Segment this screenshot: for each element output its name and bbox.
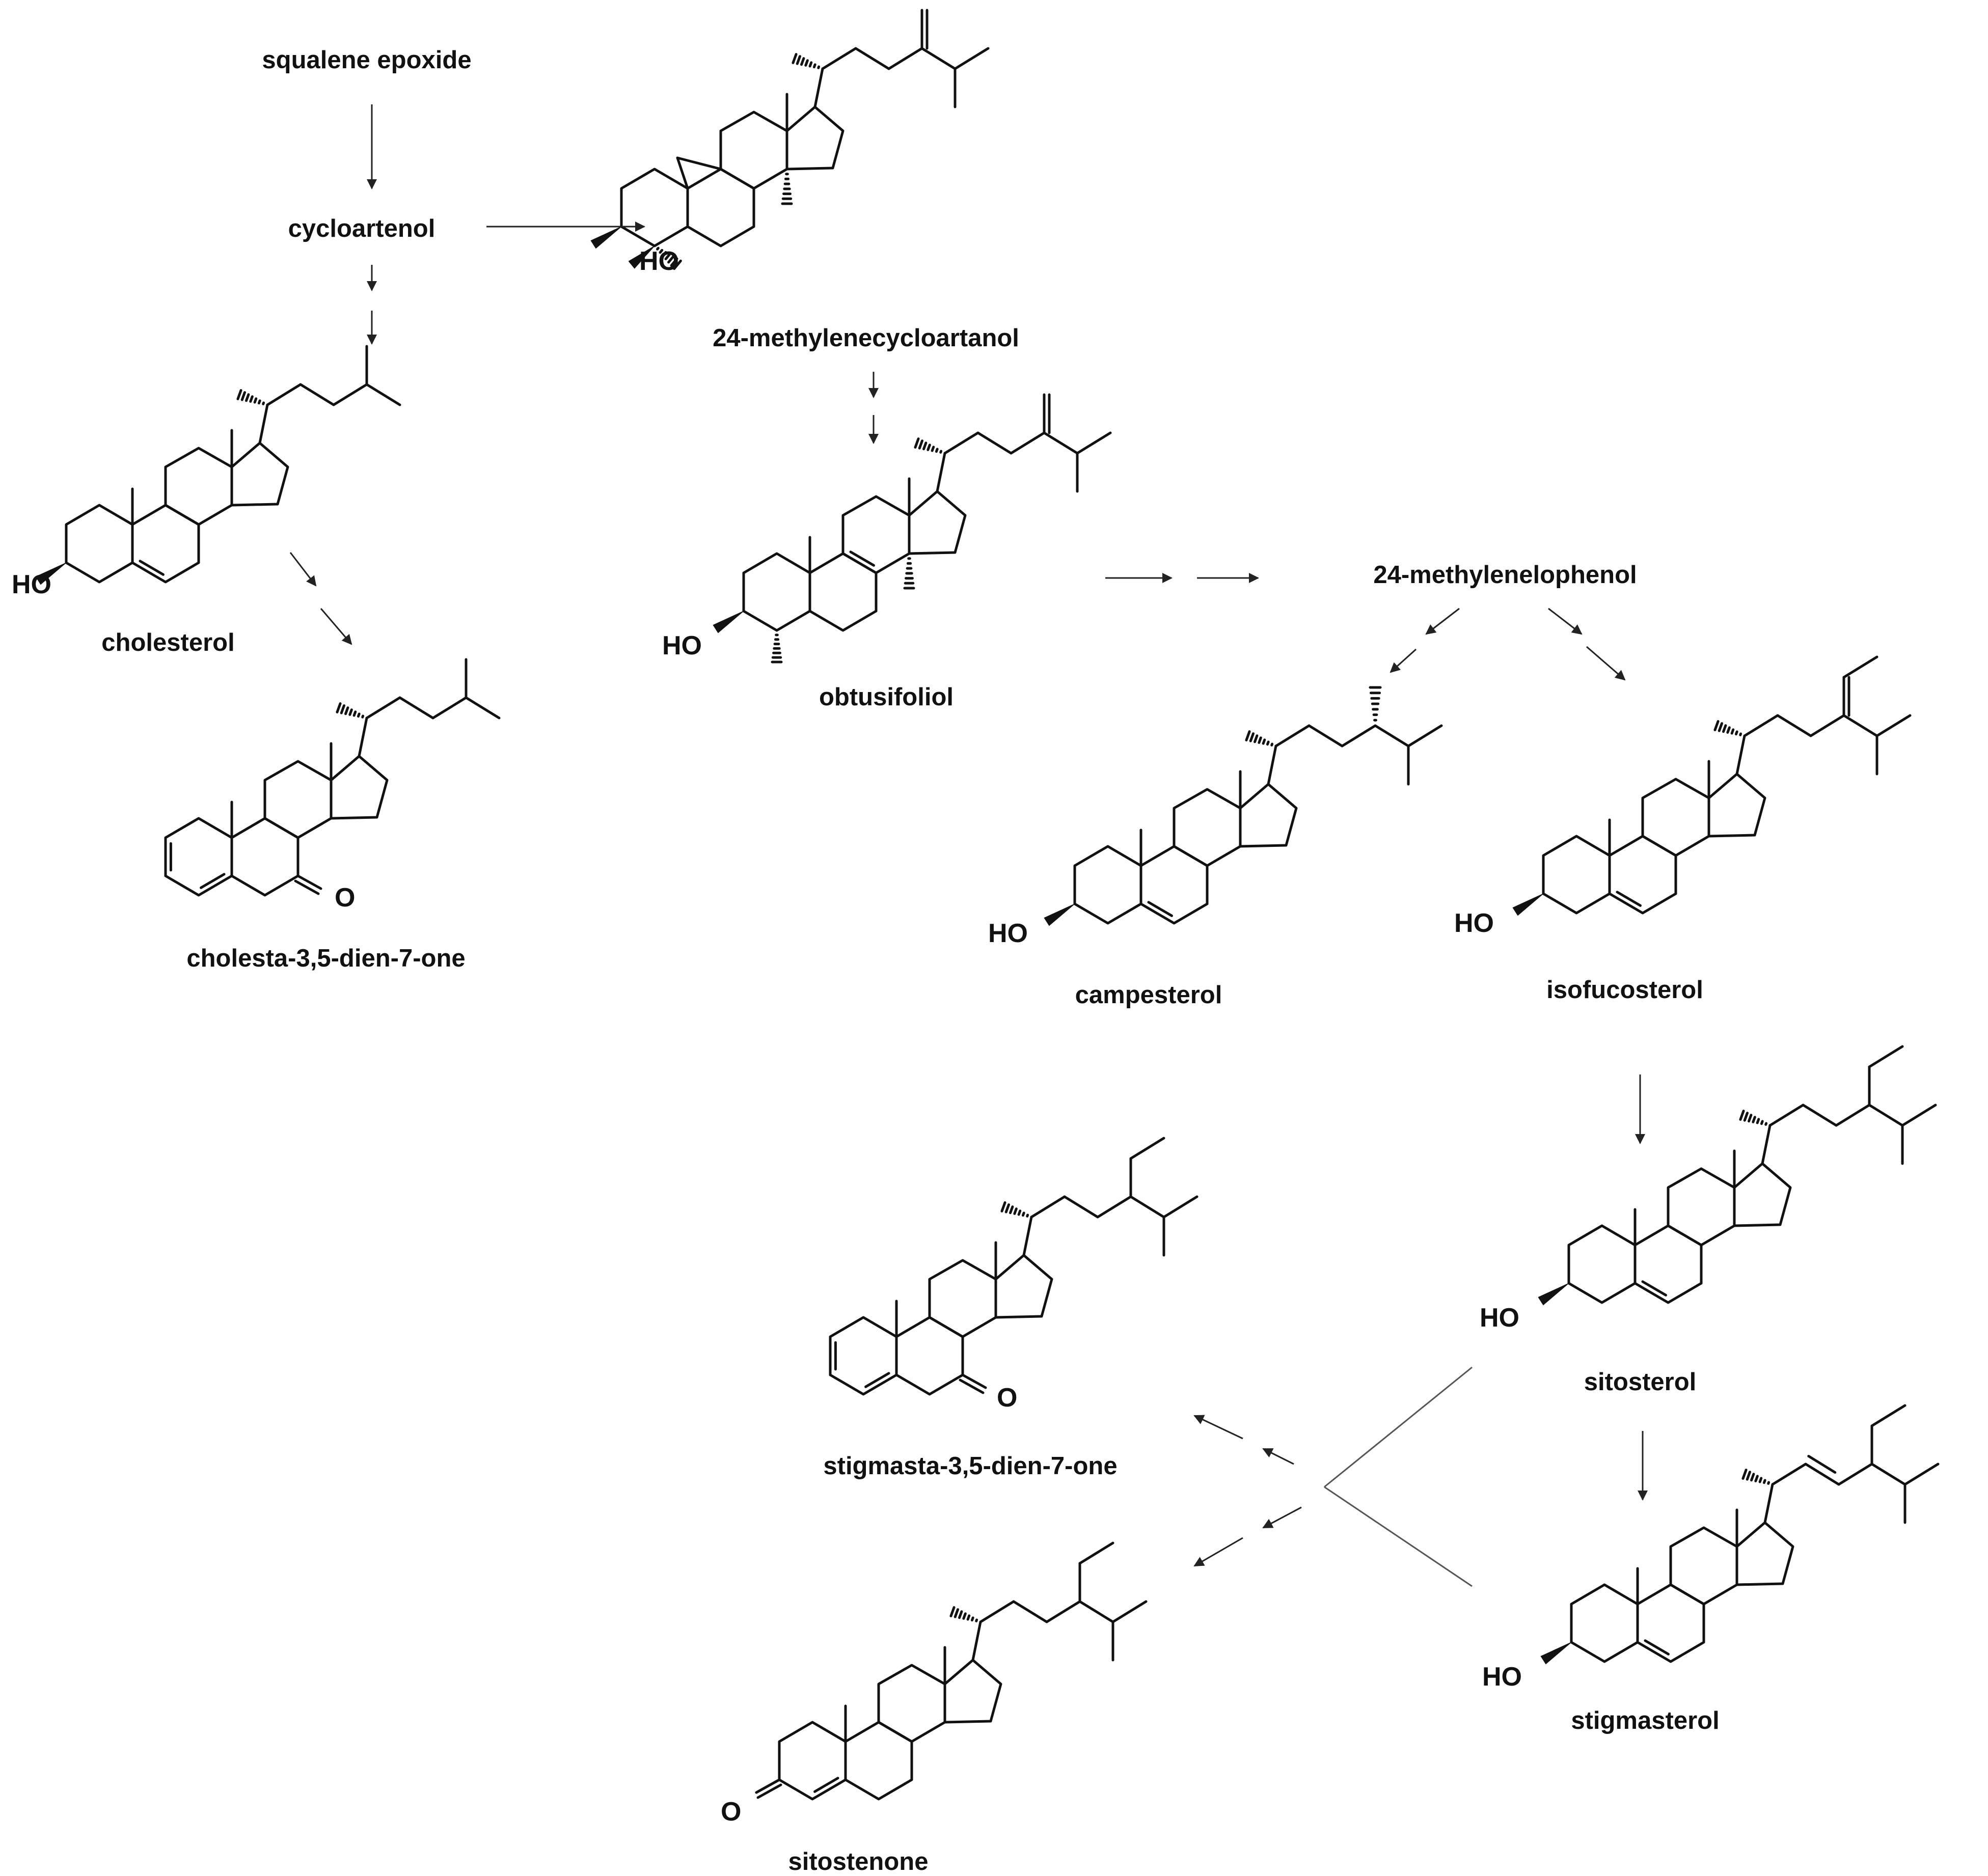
molecule-obtusifoliol <box>713 393 1112 664</box>
arrow-lophenol-to-campesterol-2 <box>1390 648 1417 673</box>
arrow-to-sitostenone-1 <box>1262 1506 1302 1529</box>
molecule-structures <box>35 9 1940 1801</box>
label-stigmasterol: stigmasterol <box>1571 1707 1719 1734</box>
label-24-methylenecycloartanol: 24-methylenecycloartanol <box>713 324 1019 352</box>
hydroxyl-label: HO <box>988 919 1028 948</box>
arrow-cholesterol-to-dienone-2 <box>320 608 352 645</box>
ketone-oxygen-label: O <box>997 1383 1017 1413</box>
label-stigmasta-3-5-dien-7-one: stigmasta-3,5-dien-7-one <box>823 1452 1117 1480</box>
hydroxyl-label: HO <box>1482 1662 1522 1692</box>
hydroxyl-label: HO <box>639 246 679 276</box>
arrow-lophenol-to-isofucosterol-2 <box>1586 646 1626 681</box>
label-24-methylenelophenol: 24-methylenelophenol <box>1373 561 1637 589</box>
molecule-cholesta-3-5-dien-7-one <box>164 658 501 897</box>
arrow-cholesterol-to-dienone-1 <box>289 552 317 587</box>
arrow-to-stigmastadienone-1 <box>1262 1448 1294 1465</box>
label-sitosterol: sitosterol <box>1584 1368 1697 1396</box>
molecule-sitosterol <box>1538 1045 1937 1306</box>
connector-stigmasterol <box>1324 1486 1473 1587</box>
reaction-arrows <box>289 104 1648 1587</box>
connector-sitosterol <box>1324 1366 1473 1488</box>
arrow-lophenol-to-isofucosterol-1 <box>1548 608 1583 635</box>
molecule-stigmasta-3-5-dien-7-one <box>829 1137 1199 1396</box>
label-campesterol: campesterol <box>1075 981 1222 1009</box>
label-cholesterol: cholesterol <box>101 629 234 656</box>
hydroxyl-label: HO <box>662 631 702 660</box>
hydroxyl-label: HO <box>1480 1303 1519 1333</box>
arrow-lophenol-to-campesterol-1 <box>1425 608 1460 635</box>
molecule-stigmasterol <box>1540 1404 1940 1665</box>
label-cholesta-3-5-dien-7-one: cholesta-3,5-dien-7-one <box>186 945 465 972</box>
molecule-24-methylenecycloartanol <box>590 9 990 270</box>
label-isofucosterol: isofucosterol <box>1546 976 1703 1004</box>
label-sitostenone: sitostenone <box>788 1848 929 1875</box>
arrow-to-sitostenone-2 <box>1193 1537 1243 1567</box>
label-cycloartenol: cycloartenol <box>288 215 435 242</box>
molecule-campesterol <box>1044 686 1443 926</box>
molecule-sitostenone <box>755 1541 1148 1801</box>
label-obtusifoliol: obtusifoliol <box>819 683 954 711</box>
ketone-oxygen-label: O <box>335 883 355 913</box>
arrow-to-stigmastadienone-2 <box>1193 1415 1243 1440</box>
molecule-cholesterol <box>35 345 401 585</box>
hydroxyl-label: HO <box>12 570 51 599</box>
label-squalene-epoxide: squalene epoxide <box>262 46 471 74</box>
ketone-oxygen-label: O <box>721 1797 741 1827</box>
hydroxyl-label: HO <box>1454 908 1494 938</box>
molecule-isofucosterol <box>1512 655 1912 916</box>
